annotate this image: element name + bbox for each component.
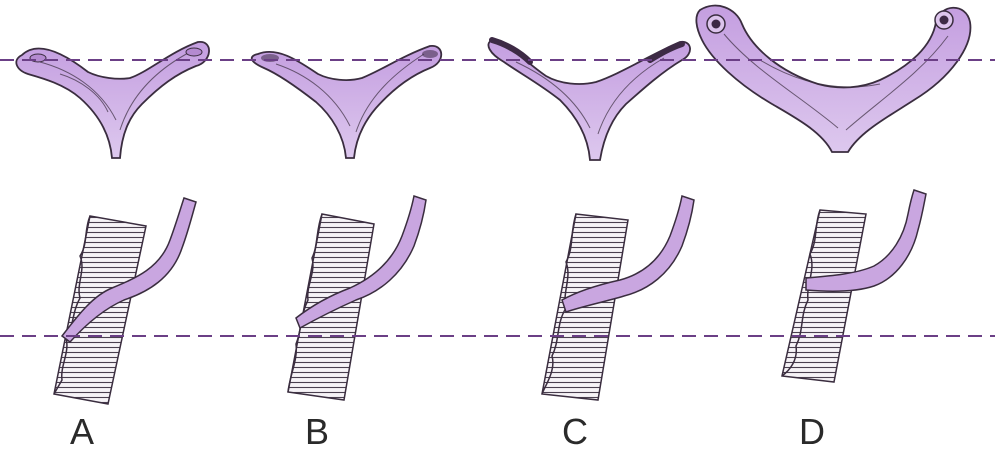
column-d bbox=[782, 190, 926, 382]
column-b bbox=[288, 196, 426, 400]
panel-label-a: A bbox=[52, 412, 112, 452]
panel-label-c: C bbox=[545, 412, 605, 452]
cross-section-c bbox=[488, 40, 690, 160]
hatched-column-d bbox=[782, 210, 866, 382]
panel-label-d: D bbox=[782, 412, 842, 452]
cross-section-d bbox=[696, 6, 970, 152]
cross-section-d-shape bbox=[696, 6, 970, 152]
column-c bbox=[542, 196, 694, 400]
cross-section-b-shape bbox=[252, 46, 442, 158]
cross-section-b bbox=[252, 46, 442, 158]
panel-label-b: B bbox=[287, 412, 347, 452]
cross-section-c-shape bbox=[488, 40, 690, 160]
column-a bbox=[54, 198, 196, 404]
